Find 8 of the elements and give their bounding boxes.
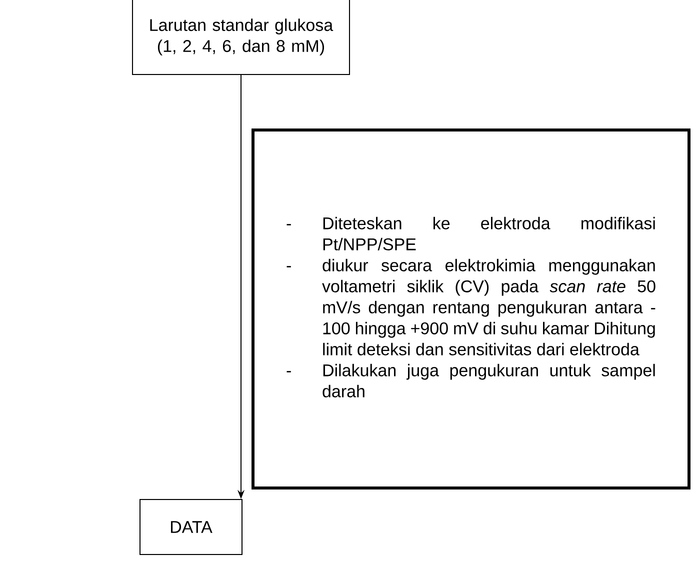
process-box: Larutan standar glukosa (1, 2, 4, 6, dan 8 mM) <box>132 0 350 75</box>
bullet-dash: - <box>286 224 291 226</box>
list-item: diukur secara elektrokimia menggunakan voltametri siklik (CV) pada scan rate 50 mV/s dengan rentang pengukuran antara -100 hingga +900 mV di suhu kamar Dihitung limit deteksi dan sensitivitas dari elektroda <box>322 258 656 356</box>
list-item: Dilakukan juga pengukuran untuk sampel darah <box>322 364 655 398</box>
process-box: DATA <box>140 499 242 555</box>
bullet-dash: - <box>286 266 291 268</box>
bullet-dash: - <box>286 371 291 372</box>
text-box <box>252 128 690 490</box>
